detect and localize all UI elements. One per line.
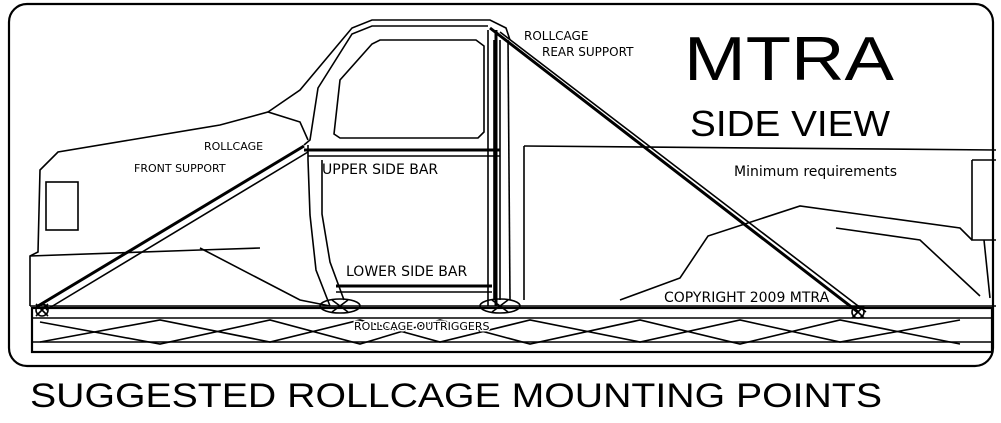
side-bars: [304, 30, 500, 306]
view-title: SIDE VIEW: [690, 103, 890, 144]
brand-title: MTRA: [684, 25, 895, 94]
mount-point-rear: [851, 305, 865, 319]
front-support-label-1: ROLLCAGE: [204, 140, 263, 153]
diagram-caption: SUGGESTED ROLLCAGE MOUNTING POINTS: [30, 377, 882, 415]
mount-point-front: [35, 303, 49, 317]
truck-outline: [29, 19, 997, 307]
copyright-label: COPYRIGHT 2009 MTRA: [664, 290, 830, 306]
front-support-label-2: FRONT SUPPORT: [134, 162, 226, 175]
mounting-points: [35, 298, 865, 319]
mount-point-outrigger-rear: [479, 298, 521, 314]
rear-support-label-1: ROLLCAGE: [524, 29, 588, 43]
rollcage-supports: [37, 26, 867, 314]
outriggers-label: ROLLCAGE OUTRIGGERS: [354, 320, 489, 333]
upper-side-bar-label: UPPER SIDE BAR: [322, 162, 438, 178]
mount-point-outrigger-front: [319, 298, 361, 314]
min-requirements-label: Minimum requirements: [734, 164, 897, 180]
lower-side-bar-label: LOWER SIDE BAR: [346, 264, 467, 280]
diagram-frame: [7, 2, 995, 368]
frame-rail: [30, 306, 994, 354]
rear-support-label-2: REAR SUPPORT: [542, 45, 634, 59]
